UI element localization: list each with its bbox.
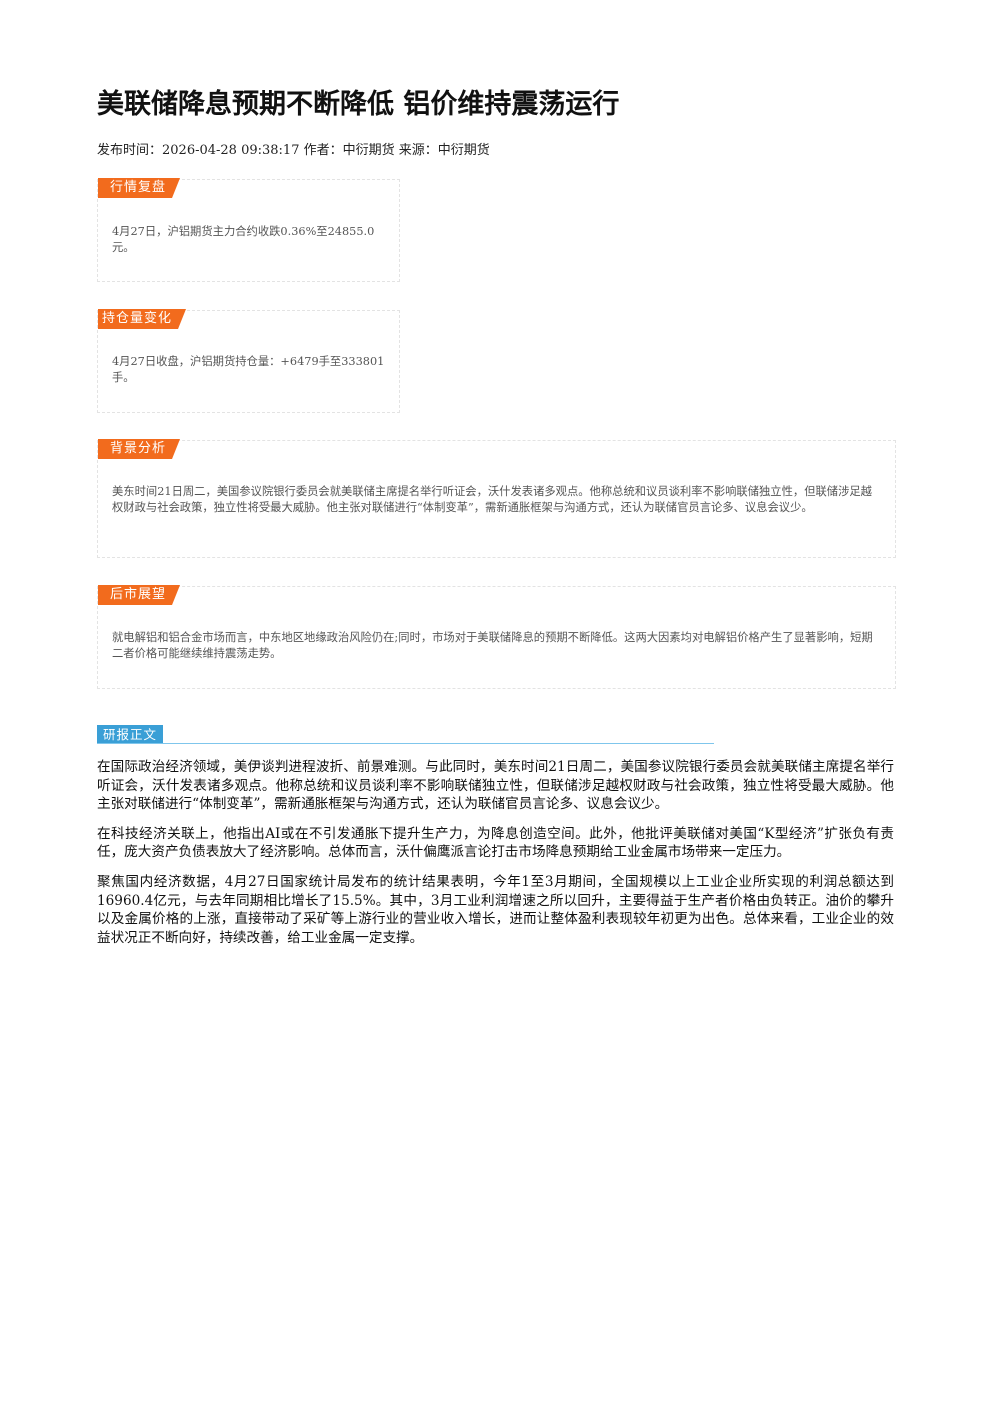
report-paragraph: 在国际政治经济领域，美伊谈判进程波折、前景难测。与此同时，美东时间21日周二，美… bbox=[97, 759, 894, 813]
report-paragraph: 在科技经济关联上，他指出AI或在不引发通胀下提升生产力，为降息创造空间。此外，他… bbox=[97, 825, 894, 861]
section-position-change: 持仓量变化 4月27日收盘，沪铝期货持仓量：+6479手至333801手。 bbox=[97, 310, 400, 413]
section-tag: 持仓量变化 bbox=[98, 309, 186, 329]
section-text: 美东时间21日周二，美国参议院银行委员会就美联储主席提名举行听证会，沃什发表诸多… bbox=[112, 485, 872, 514]
section-tag: 后市展望 bbox=[98, 585, 180, 605]
section-text: 4月27日收盘，沪铝期货持仓量：+6479手至333801手。 bbox=[112, 355, 385, 384]
report-divider bbox=[97, 743, 714, 744]
article-header: 美联储降息预期不断降低 铝价维持震荡运行 发布时间：2026-04-28 09:… bbox=[97, 88, 897, 160]
report-header: 研报正文 bbox=[97, 725, 714, 745]
section-market-outlook: 后市展望 就电解铝和铝合金市场而言，中东地区地缘政治风险仍在;同时，市场对于美联… bbox=[97, 586, 896, 689]
section-tag: 背景分析 bbox=[98, 439, 180, 459]
report-tag: 研报正文 bbox=[97, 725, 164, 744]
section-text: 4月27日，沪铝期货主力合约收跌0.36%至24855.0元。 bbox=[112, 225, 375, 254]
section-market-review: 行情复盘 4月27日，沪铝期货主力合约收跌0.36%至24855.0元。 bbox=[97, 179, 400, 282]
section-tag: 行情复盘 bbox=[98, 178, 180, 198]
report-paragraph: 聚焦国内经济数据，4月27日国家统计局发布的统计结果表明，今年1至3月期间，全国… bbox=[97, 873, 894, 946]
article-meta: 发布时间：2026-04-28 09:38:17 作者：中衍期货 来源：中衍期货 bbox=[97, 143, 490, 158]
section-background-analysis: 背景分析 美东时间21日周二，美国参议院银行委员会就美联储主席提名举行听证会，沃… bbox=[97, 440, 896, 558]
section-text: 就电解铝和铝合金市场而言，中东地区地缘政治风险仍在;同时，市场对于美联储降息的预… bbox=[112, 631, 873, 660]
report-body: 在国际政治经济领域，美伊谈判进程波折、前景难测。与此同时，美东时间21日周二，美… bbox=[97, 758, 894, 958]
article-title: 美联储降息预期不断降低 铝价维持震荡运行 bbox=[97, 89, 620, 120]
